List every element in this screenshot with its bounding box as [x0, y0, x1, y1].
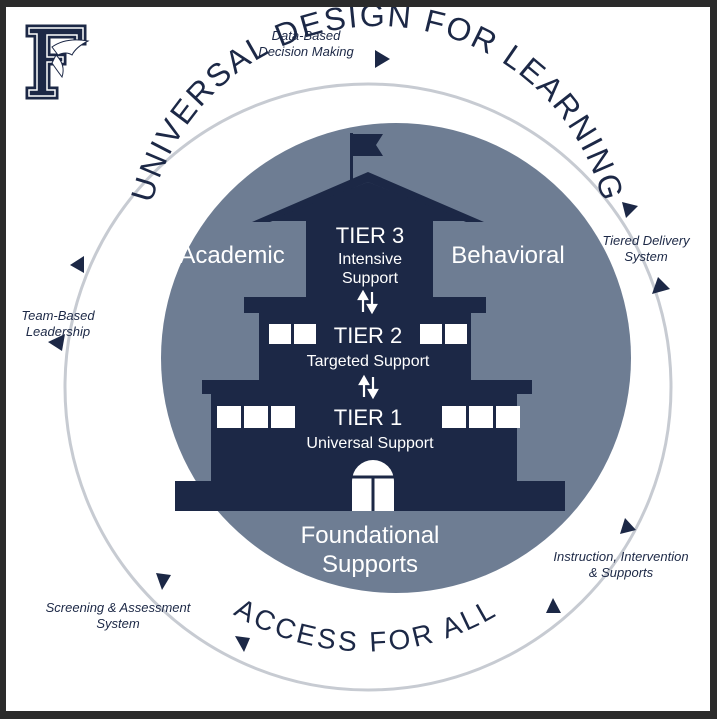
arrow-down-icon: [367, 388, 379, 400]
mtss-diagram: UNIVERSAL DESIGN FOR LEARNING ACCESS FOR…: [21, 7, 691, 692]
cycle-arrow-icon: [546, 598, 561, 613]
windows: [217, 324, 520, 428]
cycle-arrow-icon: [620, 518, 636, 534]
label-instruction-2: & Supports: [589, 565, 654, 580]
foundation-line1: Foundational: [301, 522, 440, 549]
label-instruction-1: Instruction, Intervention: [553, 549, 688, 564]
label-data-based-1: Data-Based: [272, 28, 341, 43]
cycle-arrow-icon: [652, 277, 670, 294]
eagle-f-logo-icon: [25, 24, 90, 100]
outer-cycle-ring: [63, 82, 673, 692]
label-team-2: Leadership: [26, 324, 90, 339]
tier3-sub1: Intensive: [338, 251, 402, 268]
domain-behavioral: Behavioral: [451, 242, 564, 269]
arrow-up-icon: [358, 374, 370, 386]
tier-arrows-3-2: [357, 289, 378, 315]
door-icon: [352, 460, 394, 511]
diagram-canvas: UNIVERSAL DESIGN FOR LEARNING ACCESS FOR…: [6, 7, 710, 711]
label-tiered-2: System: [624, 249, 668, 264]
cycle-arrow-icon: [375, 50, 390, 68]
cycle-arrow-icon: [156, 573, 171, 590]
tier1-sub: Universal Support: [306, 435, 434, 452]
label-screening-2: System: [96, 616, 140, 631]
arrow-down-icon: [366, 303, 378, 315]
tier2-title: TIER 2: [334, 323, 402, 348]
cycle-arrows: [48, 50, 670, 652]
tier2-sub: Targeted Support: [307, 353, 430, 370]
cycle-arrow-icon: [622, 202, 638, 218]
flag-icon: [353, 134, 383, 156]
cycle-arrow-icon: [235, 636, 250, 652]
label-tiered-1: Tiered Delivery: [602, 233, 691, 248]
tier1-title: TIER 1: [334, 405, 402, 430]
domain-academic: Academic: [179, 242, 284, 269]
arrow-up-icon: [357, 289, 369, 301]
label-team-1: Team-Based: [21, 308, 95, 323]
tier3-sub2: Support: [342, 270, 399, 287]
label-screening-1: Screening & Assessment: [46, 600, 192, 615]
foundation-line2: Supports: [322, 551, 418, 578]
cycle-arrow-icon: [70, 256, 84, 273]
tier-arrows-2-1: [358, 374, 379, 400]
tier3-title: TIER 3: [336, 223, 404, 248]
arc-title-bottom: ACCESS FOR ALL: [230, 592, 502, 657]
label-data-based-2: Decision Making: [258, 44, 354, 59]
cycle-arrow-icon: [48, 334, 65, 351]
